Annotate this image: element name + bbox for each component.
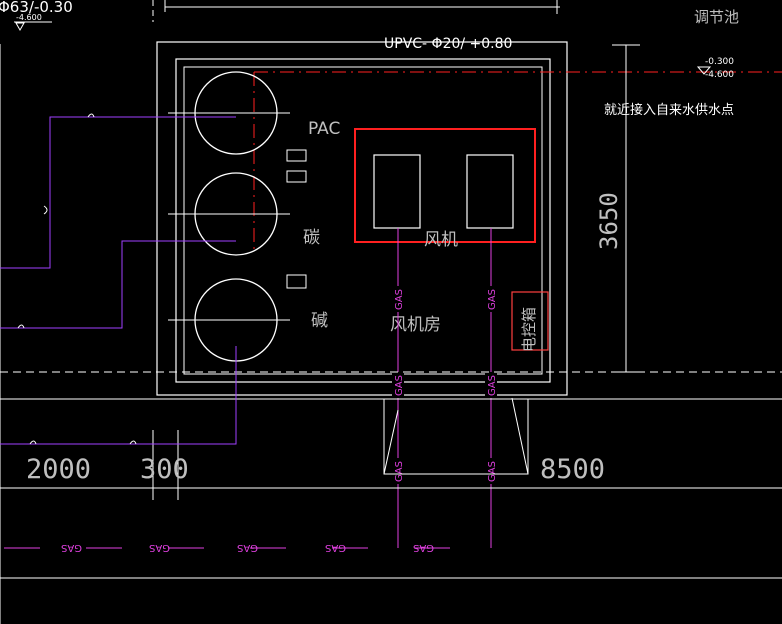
alkali-pump xyxy=(286,274,307,289)
blower-2[interactable] xyxy=(466,154,514,229)
carbon-tank[interactable] xyxy=(168,172,290,256)
pipe-crossover-2 xyxy=(43,205,48,215)
pac-pump-2 xyxy=(286,170,307,183)
pac-label: PAC xyxy=(308,119,340,139)
dim-2000-label: 2000 xyxy=(26,454,91,485)
dim-300-label: 300 xyxy=(140,454,189,485)
pac-tank[interactable] xyxy=(168,71,290,155)
alkali-tank[interactable] xyxy=(168,278,290,362)
pac-pump-1 xyxy=(286,149,307,162)
gas-header-label-1: GAS xyxy=(61,542,82,553)
gas-gap-2a xyxy=(485,286,497,312)
pipe-crossover-5 xyxy=(129,440,137,445)
gas-gap-1c xyxy=(392,458,404,484)
blower-room-label: 风机房 xyxy=(390,315,441,335)
blower-label: 风机 xyxy=(424,230,458,250)
alkali-label: 碱 xyxy=(311,311,328,331)
trench-slope-right xyxy=(511,397,529,475)
pipe-crossover-1 xyxy=(87,113,95,118)
gas-gap-1b xyxy=(392,372,404,398)
pipe-crossover-3 xyxy=(17,324,25,329)
elevation-1: -0.300 xyxy=(705,57,734,67)
gas-header-label-5: GAS xyxy=(413,542,434,553)
top-left-label: Φ63/-0.30 xyxy=(0,0,73,16)
dosing-lines xyxy=(0,113,237,445)
elevation-2: -4.600 xyxy=(705,70,734,80)
gas-label-1b: GAS xyxy=(394,375,405,396)
dim-3650-label: 3650 xyxy=(595,192,623,250)
gas-gap-1a xyxy=(392,286,404,312)
control-cabinet-label: 电控箱 xyxy=(520,307,538,352)
trench-slope-left xyxy=(383,409,399,475)
blower-1[interactable] xyxy=(373,154,421,229)
blower-highlight-box[interactable] xyxy=(354,128,536,243)
dosing-line-alkali xyxy=(0,346,237,445)
gas-header-label-4: GAS xyxy=(325,542,346,553)
gas-header-label-2: GAS xyxy=(149,542,170,553)
gas-header-labels: GAS GAS GAS GAS GAS xyxy=(61,542,434,553)
gas-label-2b: GAS xyxy=(487,375,498,396)
gas-label-1c: GAS xyxy=(394,461,405,482)
pipe-trench xyxy=(383,399,529,475)
control-cabinet-box[interactable] xyxy=(511,291,549,351)
pipe-crossover-4 xyxy=(29,440,37,445)
elevation-marker xyxy=(696,66,712,75)
top-left-elevation-marker xyxy=(15,22,25,32)
dosing-line-pac xyxy=(0,116,236,269)
dosing-line-carbon xyxy=(0,240,236,329)
pool-label: 调节池 xyxy=(694,8,739,26)
dim-8500-label: 8500 xyxy=(540,454,605,485)
gas-label-2c: GAS xyxy=(487,461,498,482)
gas-gap-2c xyxy=(485,458,497,484)
gas-label-2a: GAS xyxy=(487,289,498,310)
pipe-spec-label: UPVC- Φ20/ +0.80 xyxy=(384,36,512,52)
room-inner-wall xyxy=(175,58,551,383)
gas-gap-2b xyxy=(485,372,497,398)
room-outer-wall xyxy=(156,41,568,396)
gas-label-1a: GAS xyxy=(394,289,405,310)
room-inner-wall-2 xyxy=(183,66,543,375)
gas-header-label-3: GAS xyxy=(237,542,258,553)
water-supply-note: 就近接入自来水供水点 xyxy=(604,102,734,118)
top-left-sublabel: -4.600 xyxy=(16,13,42,22)
carbon-label: 碳 xyxy=(303,228,320,248)
